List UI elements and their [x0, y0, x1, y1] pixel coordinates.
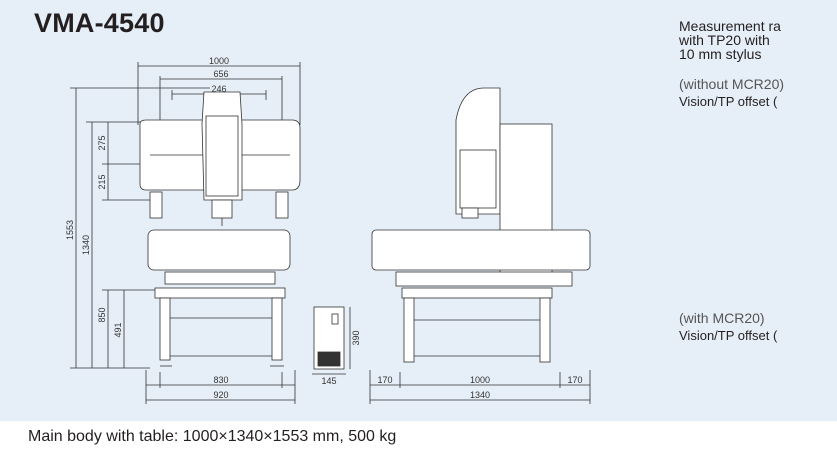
- dim-1340: 1340: [81, 235, 91, 255]
- offset-label-2: Vision/TP offset (: [679, 328, 778, 343]
- dim-920: 920: [213, 390, 228, 400]
- dim-246: 246: [211, 84, 226, 94]
- dim-491: 491: [113, 322, 123, 337]
- with-mcr20-label: (with MCR20): [679, 310, 765, 326]
- dim-850: 850: [97, 307, 107, 322]
- dim-215: 215: [97, 174, 107, 189]
- drawing-panel: [0, 0, 837, 421]
- measurement-line-3: 10 mm stylus: [679, 46, 762, 62]
- front-view: [70, 62, 301, 404]
- caption-value: 1000×1340×1553 mm, 500 kg: [182, 428, 397, 445]
- dim-1340-side: 1340: [470, 390, 490, 400]
- dim-390: 390: [351, 330, 361, 345]
- measurement-line-1: Measurement ra: [679, 18, 781, 34]
- dim-1553: 1553: [65, 220, 75, 240]
- technical-drawing: 1000 656 246 1553 1340 850 491 275 215 8…: [65, 56, 591, 404]
- dim-170-left: 170: [377, 375, 392, 385]
- caption-label: Main body with table:: [28, 428, 179, 445]
- dim-1000-side: 1000: [470, 375, 490, 385]
- offset-label-1: Vision/TP offset (: [679, 94, 778, 109]
- dim-170-right: 170: [567, 375, 582, 385]
- dim-1000-top: 1000: [209, 56, 229, 66]
- page-title: VMA-4540: [34, 8, 165, 38]
- dim-656: 656: [213, 69, 228, 79]
- controller-view: [312, 306, 351, 375]
- side-view: [369, 87, 591, 404]
- without-mcr20-label: (without MCR20): [679, 76, 785, 92]
- dim-830: 830: [213, 375, 228, 385]
- dim-145: 145: [321, 376, 336, 386]
- dim-275: 275: [97, 135, 107, 150]
- measurement-line-2: with TP20 with: [679, 32, 770, 48]
- main-body-caption: Main body with table: 1000×1340×1553 mm,…: [28, 428, 396, 446]
